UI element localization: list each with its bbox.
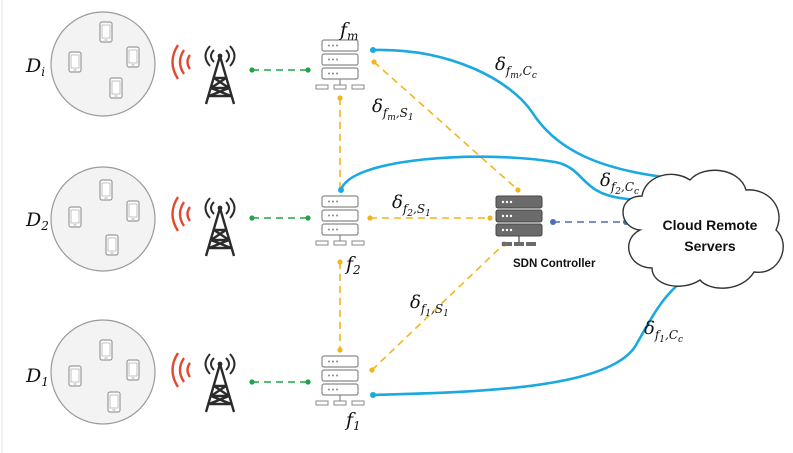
cloud-label-line1: Cloud Remote — [663, 217, 758, 233]
wireless-waves-icon — [171, 43, 192, 81]
device-cluster-2 — [50, 166, 156, 272]
fog-node-1-server-icon — [315, 355, 365, 406]
fog-label-1: f1 — [344, 409, 361, 433]
sdn-controller-server-icon — [495, 195, 543, 246]
device-label-1: D1 — [25, 365, 49, 389]
sdn-controller-label: SDN Controller — [513, 258, 596, 270]
delay-label-f2-cc: δf2,Cc — [600, 170, 639, 197]
device-label-i: Di — [25, 55, 45, 79]
cell-tower-icon — [204, 352, 236, 414]
wireless-waves-icon — [171, 351, 192, 389]
device-cluster-1 — [50, 319, 156, 425]
cloud-label-line2: Servers — [684, 238, 736, 254]
wireless-waves-icon — [171, 195, 192, 233]
delay-label-f1-s1: δf1,S1 — [410, 292, 449, 319]
delay-label-fm-s1: δfm,S1 — [372, 96, 414, 123]
fog-node-2-server-icon — [315, 195, 365, 246]
cell-tower-icon — [204, 44, 236, 106]
cell-tower-icon — [204, 196, 236, 258]
fog-node-m-server-icon — [315, 39, 365, 90]
control-links — [337, 59, 521, 373]
fog-label-m: fm — [338, 19, 358, 43]
delay-label-f1-cc: δf1,Cc — [644, 318, 683, 345]
access-links — [249, 67, 311, 385]
delay-label-fm-cc: δfm,Cc — [495, 54, 537, 81]
sdn-cloud-link — [550, 219, 629, 225]
cloud-shape — [622, 169, 784, 289]
fog-label-2: f2 — [344, 253, 361, 277]
delay-label-f2-s1: δf2,S1 — [392, 192, 431, 219]
device-cluster-i — [50, 11, 156, 117]
device-label-2: D2 — [25, 209, 49, 233]
